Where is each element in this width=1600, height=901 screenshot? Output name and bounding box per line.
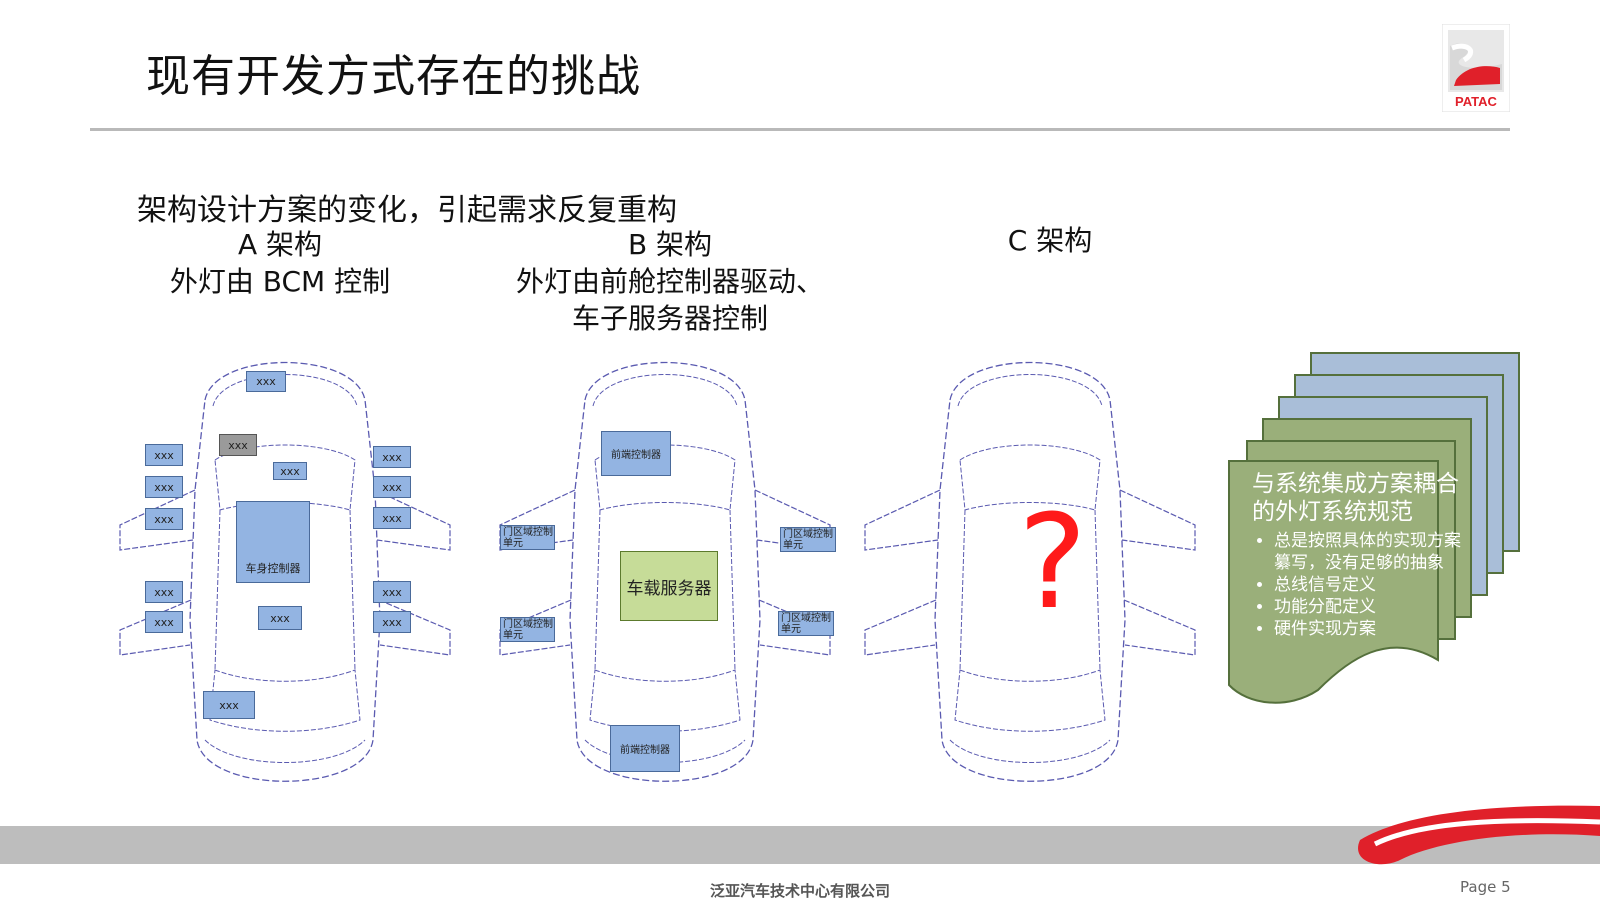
patac-logo: PATAC xyxy=(1441,23,1511,113)
ecu-a-15: xxx xyxy=(203,691,255,719)
front-controller-box: 前端控制器 xyxy=(601,431,671,476)
arch-b-line3: 车子服务器控制 xyxy=(571,302,768,335)
door-zone-rl: 门区域控制单元 xyxy=(500,617,555,642)
spec-bullet-4: 硬件实现方案 xyxy=(1274,618,1467,640)
svg-text:PATAC: PATAC xyxy=(1455,94,1497,109)
page-title: 现有开发方式存在的挑战 xyxy=(146,51,641,102)
arch-c-line1: C 架构 xyxy=(1007,224,1093,257)
ecu-a-7: xxx xyxy=(373,446,411,468)
arch-b-line2: 外灯由前舱控制器驱动、 xyxy=(515,265,824,298)
footer-swoosh xyxy=(1358,805,1600,865)
arch-a-line2: 外灯由 BCM 控制 xyxy=(169,265,391,298)
door-zone-fl: 门区域控制单元 xyxy=(500,525,555,550)
ecu-a-2: xxx xyxy=(219,434,257,456)
rear-controller-box: 前端控制器 xyxy=(610,725,680,772)
ecu-a-10: xxx xyxy=(145,581,183,603)
arch-a-line1: A 架构 xyxy=(237,228,323,261)
ecu-a-5: xxx xyxy=(145,476,183,498)
footer-company: 泛亚汽车技术中心有限公司 xyxy=(710,882,891,900)
bcm-box: 车身控制器 xyxy=(236,501,310,583)
spec-document-shape xyxy=(1228,460,1439,704)
header-divider xyxy=(90,128,1510,131)
page-number: Page 5 xyxy=(1460,878,1511,896)
arch-c-title: C 架构 xyxy=(980,222,1120,259)
ecu-a-11: xxx xyxy=(145,611,183,633)
door-zone-fr: 门区域控制单元 xyxy=(780,527,836,552)
question-mark: ? xyxy=(1018,486,1087,638)
spec-document-text: 与系统集成方案耦合的外灯系统规范 总是按照具体的实现方案纂写，没有足够的抽象 总… xyxy=(1252,470,1467,640)
ecu-a-4: xxx xyxy=(145,444,183,466)
arch-b-line1: B 架构 xyxy=(627,228,713,261)
ecu-a-13: xxx xyxy=(373,581,411,603)
ecu-a-3: xxx xyxy=(273,462,307,480)
door-zone-rr: 门区域控制单元 xyxy=(778,611,834,636)
spec-heading: 与系统集成方案耦合的外灯系统规范 xyxy=(1252,471,1459,525)
ecu-a-6: xxx xyxy=(145,508,183,530)
ecu-a-9: xxx xyxy=(373,507,411,529)
spec-bullet-2: 总线信号定义 xyxy=(1274,574,1467,596)
vehicle-server-box: 车载服务器 xyxy=(620,551,718,621)
ecu-a-12: xxx xyxy=(258,606,302,630)
arch-a-title: A 架构 外灯由 BCM 控制 xyxy=(160,226,400,300)
slide-subtitle: 架构设计方案的变化，引起需求反复重构 xyxy=(137,193,677,228)
spec-bullet-1: 总是按照具体的实现方案纂写，没有足够的抽象 xyxy=(1274,530,1467,574)
spec-bullet-3: 功能分配定义 xyxy=(1274,596,1467,618)
ecu-a-8: xxx xyxy=(373,476,411,498)
ecu-a-1: xxx xyxy=(246,371,286,392)
spec-bullet-list: 总是按照具体的实现方案纂写，没有足够的抽象 总线信号定义 功能分配定义 硬件实现… xyxy=(1252,530,1467,640)
arch-b-title: B 架构 外灯由前舱控制器驱动、 车子服务器控制 xyxy=(500,226,840,337)
ecu-a-14: xxx xyxy=(373,611,411,633)
footer-band xyxy=(0,826,1600,864)
